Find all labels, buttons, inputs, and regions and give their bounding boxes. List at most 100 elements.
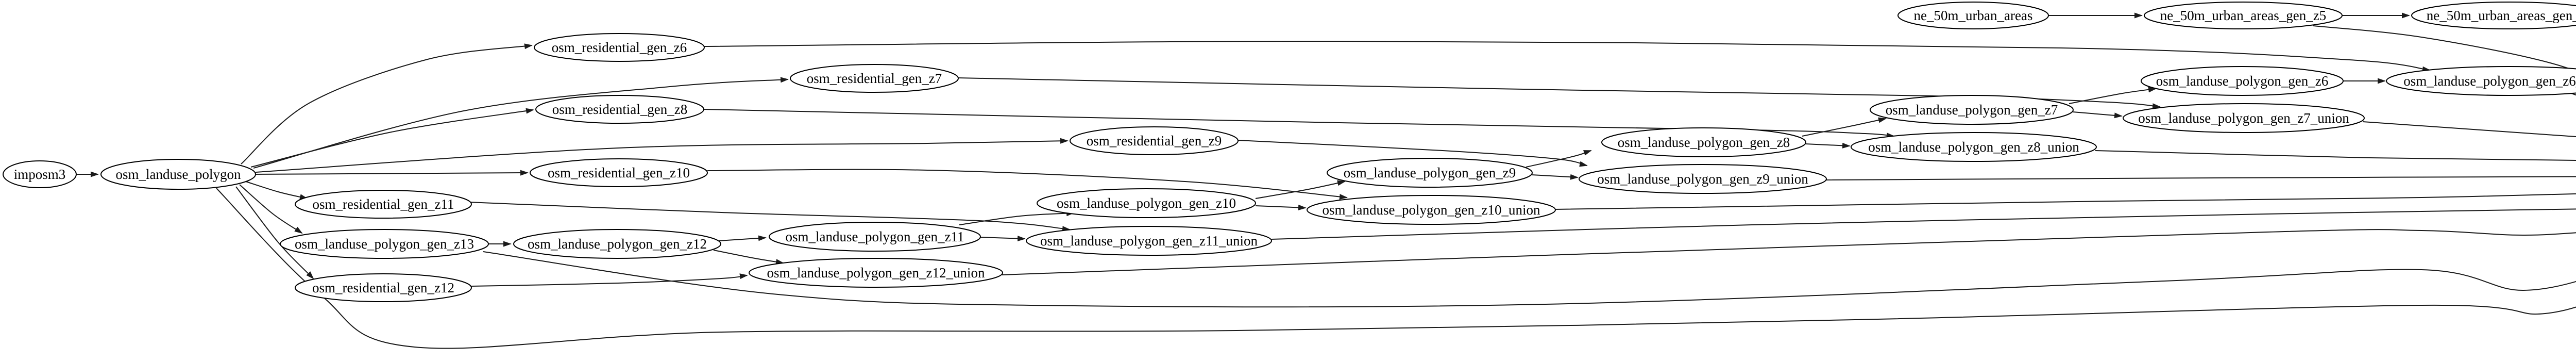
node-shape-osm_landuse_polygon_gen_z7_union — [2123, 103, 2365, 133]
node-label-osm_landuse_polygon_gen_z7_union: osm_landuse_polygon_gen_z7_union — [2138, 110, 2349, 126]
edge-osm_landuse_polygon-to-layer_landuse.z14+ — [216, 188, 2576, 349]
node-label-osm_landuse_polygon_gen_z10_union: osm_landuse_polygon_gen_z10_union — [1323, 202, 1540, 218]
node-shape-osm_landuse_polygon_gen_z12_union — [749, 258, 1003, 288]
edge-osm_landuse_polygon_gen_z9-to-osm_landuse_polygon_gen_z8 — [1526, 150, 1592, 168]
edge-osm_landuse_polygon_gen_z12-to-osm_landuse_polygon_gen_z12_union — [713, 250, 784, 265]
node-shape-osm_landuse_polygon_gen_z9 — [1327, 158, 1533, 188]
node-osm_landuse_polygon_gen_z6_union: osm_landuse_polygon_gen_z6_union — [2386, 66, 2576, 96]
node-label-imposm3: imposm3 — [14, 167, 66, 182]
node-label-osm_landuse_polygon_gen_z9_union: osm_landuse_polygon_gen_z9_union — [1597, 171, 1808, 187]
node-shape-osm_landuse_polygon_gen_z10 — [1037, 188, 1256, 218]
edge-osm_landuse_polygon-to-osm_residential_gen_z9 — [255, 138, 1069, 173]
node-shape-osm_landuse_polygon_gen_z11 — [769, 222, 981, 252]
node-label-osm_landuse_polygon_gen_z9: osm_landuse_polygon_gen_z9 — [1344, 165, 1516, 180]
edge-osm_landuse_polygon-to-osm_residential_gen_z8 — [250, 108, 534, 168]
node-osm_landuse_polygon_gen_z9_union: osm_landuse_polygon_gen_z9_union — [1579, 164, 1827, 194]
node-osm_residential_gen_z10: osm_residential_gen_z10 — [530, 158, 708, 187]
node-label-osm_landuse_polygon_gen_z6_union: osm_landuse_polygon_gen_z6_union — [2403, 73, 2576, 89]
node-label-osm_residential_gen_z9: osm_residential_gen_z9 — [1087, 133, 1222, 149]
edge-osm_landuse_polygon-to-osm_landuse_polygon_gen_z13 — [239, 184, 303, 234]
node-osm_landuse_polygon_gen_z13: osm_landuse_polygon_gen_z13 — [280, 229, 489, 259]
node-shape-osm_residential_gen_z9 — [1070, 126, 1239, 155]
node-osm_landuse_polygon_gen_z10_union: osm_landuse_polygon_gen_z10_union — [1307, 195, 1556, 225]
edge-osm_landuse_polygon_gen_z11-to-osm_landuse_polygon_gen_z10 — [959, 210, 1075, 225]
edge-osm_residential_gen_z9-to-osm_landuse_polygon_gen_z9_union — [1238, 140, 1588, 167]
node-shape-ne_50m_urban_areas_gen_z5 — [2144, 2, 2343, 29]
node-imposm3: imposm3 — [3, 160, 77, 188]
edge-ne_50m_urban_areas_gen_z5-to-layer_landuse.z5 — [2313, 25, 2576, 72]
edge-osm_residential_gen_z8-to-osm_landuse_polygon_gen_z8_union — [703, 109, 1895, 139]
node-shape-ne_50m_urban_areas_gen_z4 — [2411, 2, 2576, 29]
node-shape-osm_landuse_polygon_gen_z7 — [1870, 95, 2074, 125]
node-ne_50m_urban_areas_gen_z5: ne_50m_urban_areas_gen_z5 — [2144, 2, 2343, 29]
node-shape-osm_landuse_polygon — [100, 159, 256, 190]
node-ne_50m_urban_areas: ne_50m_urban_areas — [1897, 2, 2049, 29]
node-shape-osm_landuse_polygon_gen_z6_union — [2386, 66, 2576, 96]
node-osm_residential_gen_z6: osm_residential_gen_z6 — [534, 33, 705, 62]
node-shape-osm_residential_gen_z10 — [530, 158, 708, 187]
node-shape-osm_residential_gen_z12 — [295, 273, 472, 302]
edge-osm_landuse_polygon_gen_z13-to-layer_landuse.z13 — [483, 251, 2576, 308]
node-shape-osm_residential_gen_z8 — [535, 95, 704, 124]
node-shape-osm_landuse_polygon_gen_z6 — [2141, 66, 2344, 96]
edge-osm_landuse_polygon_gen_z8_union-to-layer_landuse.z8 — [2095, 150, 2576, 161]
nodes-layer: imposm3 osm_landuse_polygon osm_residentia… — [3, 2, 2576, 302]
node-label-ne_50m_urban_areas: ne_50m_urban_areas — [1914, 8, 2033, 23]
node-label-osm_landuse_polygon_gen_z6: osm_landuse_polygon_gen_z6 — [2156, 73, 2328, 89]
node-label-osm_residential_gen_z8: osm_residential_gen_z8 — [552, 102, 687, 117]
edge-osm_landuse_polygon_gen_z12_union-to-layer_landuse.z12 — [1002, 229, 2576, 275]
node-label-osm_landuse_polygon_gen_z11: osm_landuse_polygon_gen_z11 — [786, 229, 964, 244]
node-osm_landuse_polygon_gen_z7: osm_landuse_polygon_gen_z7 — [1870, 95, 2074, 125]
edge-osm_landuse_polygon_gen_z7-to-osm_landuse_polygon_gen_z6 — [2069, 87, 2157, 104]
node-shape-osm_residential_gen_z7 — [790, 64, 959, 93]
node-label-osm_residential_gen_z6: osm_residential_gen_z6 — [552, 40, 687, 55]
node-osm_landuse_polygon_gen_z7_union: osm_landuse_polygon_gen_z7_union — [2123, 103, 2365, 133]
edge-osm_landuse_polygon_gen_z9_union-to-layer_landuse.z9 — [1825, 176, 2576, 180]
edge-osm_residential_gen_z10-to-osm_landuse_polygon_gen_z10_union — [707, 169, 1348, 200]
edge-osm_landuse_polygon_gen_z7_union-to-layer_landuse.z7 — [2362, 121, 2576, 137]
edge-osm_landuse_polygon_gen_z11-to-osm_landuse_polygon_gen_z11_union — [980, 236, 1026, 242]
node-osm_residential_gen_z7: osm_residential_gen_z7 — [790, 64, 959, 93]
node-shape-osm_residential_gen_z11 — [295, 190, 472, 219]
edge-osm_landuse_polygon_gen_z10_union-to-layer_landuse.z10 — [1554, 193, 2576, 210]
node-osm_landuse_polygon_gen_z12_union: osm_landuse_polygon_gen_z12_union — [749, 258, 1003, 288]
node-label-osm_landuse_polygon_gen_z10: osm_landuse_polygon_gen_z10 — [1057, 195, 1236, 211]
edge-osm_residential_gen_z11-to-osm_landuse_polygon_gen_z11_union — [468, 202, 1071, 232]
node-label-osm_landuse_polygon_gen_z7: osm_landuse_polygon_gen_z7 — [1886, 102, 2058, 118]
node-osm_residential_gen_z11: osm_residential_gen_z11 — [295, 190, 472, 219]
node-shape-osm_landuse_polygon_gen_z11_union — [1026, 226, 1272, 256]
node-label-osm_residential_gen_z7: osm_residential_gen_z7 — [807, 71, 942, 86]
edge-osm_landuse_polygon_gen_z10-to-osm_landuse_polygon_gen_z10_union — [1255, 204, 1307, 210]
node-label-ne_50m_urban_areas_gen_z4: ne_50m_urban_areas_gen_z4 — [2427, 8, 2576, 23]
edge-osm_landuse_polygon_gen_z9-to-osm_landuse_polygon_gen_z9_union — [1531, 174, 1579, 180]
node-osm_residential_gen_z12: osm_residential_gen_z12 — [295, 273, 472, 302]
edge-osm_landuse_polygon-to-osm_residential_gen_z10 — [255, 170, 529, 176]
edge-osm_landuse_polygon_gen_z8-to-osm_landuse_polygon_gen_z8_union — [1805, 142, 1851, 149]
node-label-osm_landuse_polygon_gen_z8_union: osm_landuse_polygon_gen_z8_union — [1868, 139, 2079, 155]
edge-osm_landuse_polygon-to-osm_residential_gen_z6 — [241, 43, 533, 164]
node-shape-osm_landuse_polygon_gen_z9_union — [1579, 164, 1827, 194]
edge-osm_landuse_polygon-to-osm_residential_gen_z11 — [245, 181, 308, 200]
node-osm_landuse_polygon_gen_z10: osm_landuse_polygon_gen_z10 — [1037, 188, 1256, 218]
node-shape-osm_landuse_polygon_gen_z8_union — [1851, 132, 2097, 162]
node-label-osm_residential_gen_z12: osm_residential_gen_z12 — [312, 280, 454, 295]
node-label-osm_landuse_polygon: osm_landuse_polygon — [116, 167, 241, 182]
node-label-ne_50m_urban_areas_gen_z5: ne_50m_urban_areas_gen_z5 — [2160, 8, 2326, 23]
node-shape-ne_50m_urban_areas — [1897, 2, 2049, 29]
node-label-osm_landuse_polygon_gen_z12: osm_landuse_polygon_gen_z12 — [528, 236, 707, 252]
edge-osm_landuse_polygon_gen_z7-to-osm_landuse_polygon_gen_z7_union — [2072, 111, 2123, 119]
node-shape-osm_landuse_polygon_gen_z12 — [513, 229, 721, 259]
node-shape-imposm3 — [3, 160, 77, 188]
node-osm_landuse_polygon_gen_z8: osm_landuse_polygon_gen_z8 — [1601, 127, 1806, 157]
edge-osm_landuse_polygon-to-osm_residential_gen_z12 — [235, 186, 314, 279]
edge-osm_residential_gen_z6-to-osm_landuse_polygon_gen_z6_union — [704, 40, 2431, 72]
node-osm_landuse_polygon_gen_z6: osm_landuse_polygon_gen_z6 — [2141, 66, 2344, 96]
edge-osm_landuse_polygon_gen_z6_union-to-layer_landuse.z6 — [2569, 92, 2576, 96]
node-label-osm_landuse_polygon_gen_z13: osm_landuse_polygon_gen_z13 — [295, 236, 474, 252]
node-shape-osm_landuse_polygon_gen_z13 — [280, 229, 489, 259]
node-osm_landuse_polygon_gen_z11_union: osm_landuse_polygon_gen_z11_union — [1026, 226, 1272, 256]
node-label-osm_landuse_polygon_gen_z11_union: osm_landuse_polygon_gen_z11_union — [1040, 233, 1258, 249]
node-osm_residential_gen_z9: osm_residential_gen_z9 — [1070, 126, 1239, 155]
